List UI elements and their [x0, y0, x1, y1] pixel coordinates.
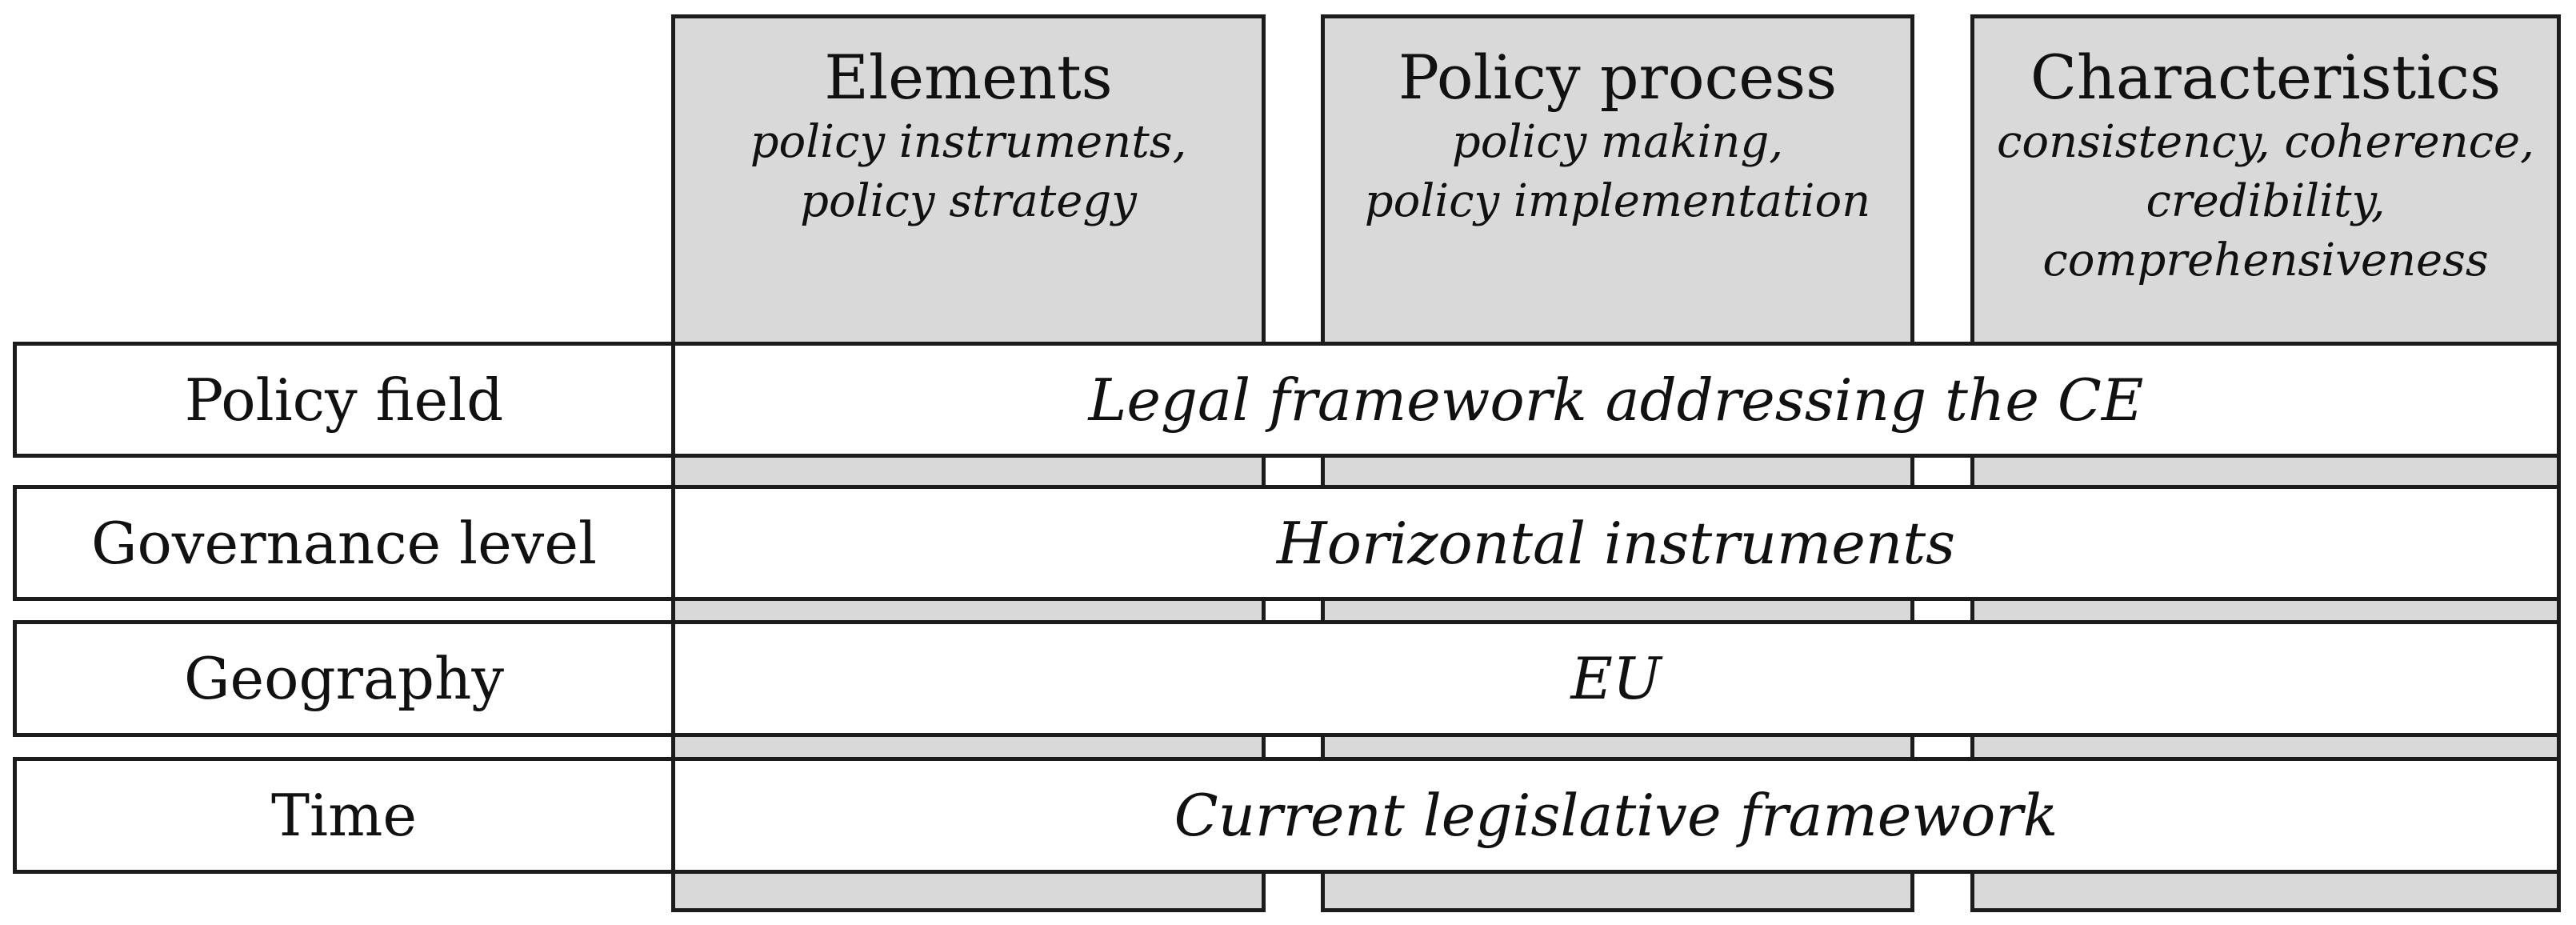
- row-value-geography: EU: [671, 620, 2561, 737]
- column-title: Characteristics: [2030, 42, 2502, 113]
- column-subtitle-line: policy instruments,: [750, 116, 1187, 168]
- column-subtitle: policy making, policy implementation: [1325, 113, 1910, 231]
- column-header: Elements policy instruments, policy stra…: [675, 18, 1262, 231]
- column-subtitle-line: policy implementation: [1364, 175, 1871, 227]
- column-header: Characteristics consistency, coherence, …: [1974, 18, 2557, 290]
- row-value-governance-level: Horizontal instruments: [671, 485, 2561, 601]
- column-subtitle: policy instruments, policy strategy: [675, 113, 1262, 231]
- column-subtitle-line: policy making,: [1451, 116, 1784, 168]
- column-subtitle: consistency, coherence, credibility, com…: [1974, 113, 2557, 290]
- row-value-policy-field: Legal framework addressing the CE: [671, 342, 2561, 458]
- row-label-policy-field: Policy field: [13, 342, 675, 458]
- column-subtitle-line: consistency, coherence,: [1997, 116, 2534, 168]
- column-subtitle-line: comprehensiveness: [2042, 234, 2489, 286]
- column-subtitle-line: policy strategy: [800, 175, 1137, 227]
- column-header: Policy process policy making, policy imp…: [1325, 18, 1910, 231]
- row-label-governance-level: Governance level: [13, 485, 675, 601]
- row-value-time: Current legislative framework: [671, 757, 2561, 874]
- column-title: Policy process: [1398, 42, 1838, 113]
- row-label-geography: Geography: [13, 620, 675, 737]
- row-label-time: Time: [13, 757, 675, 874]
- column-title: Elements: [824, 42, 1113, 113]
- column-subtitle-line: credibility,: [2146, 175, 2386, 227]
